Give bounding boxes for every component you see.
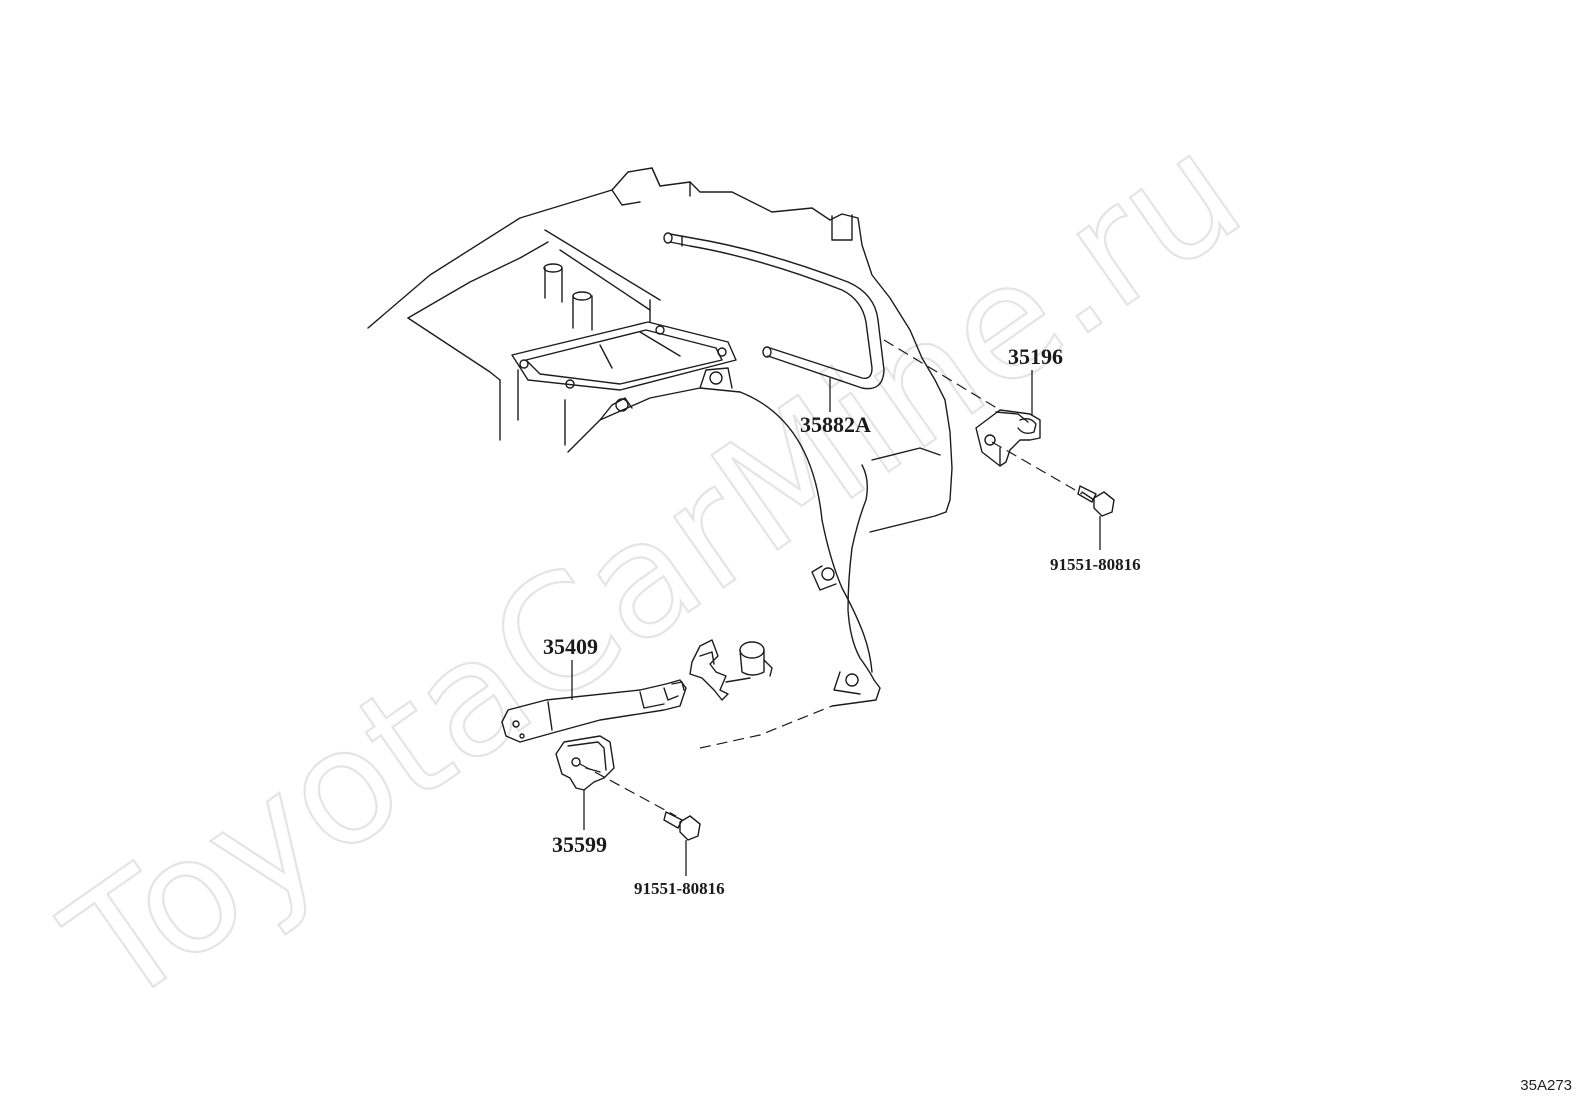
breather-hose — [663, 232, 1001, 411]
release-lever-icon — [689, 639, 773, 701]
fastener-path-upper — [991, 441, 1083, 495]
bolt-upper-icon — [1077, 485, 1115, 517]
fastener-path-lower — [579, 763, 677, 817]
part-label-bolt-lower: 91551-80816 — [634, 879, 725, 898]
clamp-upper-icon — [975, 409, 1041, 467]
diagram-reference-code: 35A273 — [1520, 1077, 1572, 1094]
bolt-lower-icon — [663, 811, 701, 841]
part-label-bolt-upper: 91551-80816 — [1050, 555, 1141, 574]
part-label-35599: 35599 — [552, 832, 607, 857]
transmission-housing — [367, 167, 953, 749]
part-label-35409: 35409 — [543, 634, 598, 659]
part-label-35882a: 35882A — [800, 412, 871, 437]
lever-bracket-icon — [501, 679, 687, 743]
part-label-35196: 35196 — [1008, 344, 1063, 369]
